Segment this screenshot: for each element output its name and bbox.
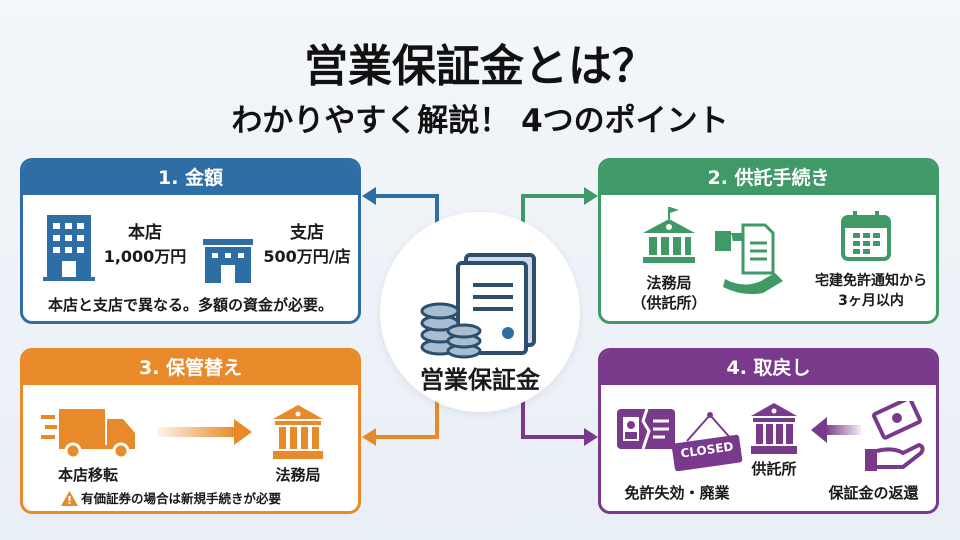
- branch-amount: 500万円/店: [263, 247, 351, 266]
- warning-icon: [61, 491, 78, 506]
- card-title: 3. 保管替え: [23, 351, 358, 385]
- center-label: 営業保証金: [420, 366, 540, 394]
- card-title: 4. 取戻し: [601, 351, 936, 385]
- legal-bureau-building-icon: [273, 405, 323, 459]
- amount-note: 本店と支店で異なる。多額の資金が必要。: [47, 296, 333, 314]
- license-lapse-label: 免許失効・廃業: [624, 484, 730, 502]
- legal-affairs-bureau-label: 法務局: [646, 274, 692, 292]
- card-deposit-procedure: 2. 供託手続き 法務局 （供託所） 宅建免許通知から 3ヶ月以内: [598, 158, 939, 324]
- office-building-icon: [43, 215, 95, 281]
- branch-store-icon: [203, 239, 253, 283]
- deposit-office-building-icon: [751, 403, 797, 454]
- securities-warning: 有価証券の場合は新規手続きが必要: [81, 491, 282, 506]
- head-office-relocation-label: 本店移転: [57, 466, 118, 484]
- head-office-amount: 1,000万円: [103, 247, 187, 266]
- courthouse-icon: [643, 207, 695, 263]
- card-title: 1. 金額: [23, 161, 358, 195]
- legal-bureau-label: 法務局: [275, 466, 321, 484]
- deadline-value: 3ヶ月以内: [838, 293, 904, 309]
- hand-document-icon: [715, 223, 783, 295]
- deposit-office-label: （供託所）: [631, 294, 707, 312]
- head-office-label: 本店: [128, 223, 162, 243]
- money-hand-icon: [865, 401, 925, 471]
- revoked-license-closed-sign-icon: [617, 408, 743, 471]
- card-custody-transfer: 3. 保管替え 本店移転 法務局 有価証券の場合は新規手続きが必要: [20, 348, 361, 514]
- left-arrow-icon: [811, 417, 861, 443]
- deposit-office-label: 供託所: [751, 460, 797, 478]
- branch-label: 支店: [290, 223, 324, 243]
- card-amount: 1. 金額 本店 1,000万円 支店 500万円/店 本店と支店で異なる。多額…: [20, 158, 361, 324]
- card-title: 2. 供託手続き: [601, 161, 936, 195]
- card-withdrawal: 4. 取戻し CLOSED 免許失効・廃業 供託所 保証金の返還: [598, 348, 939, 514]
- deposit-return-label: 保証金の返還: [828, 484, 919, 502]
- right-arrow-icon: [158, 419, 252, 445]
- coins-document-icon: [420, 253, 536, 359]
- deadline-label: 宅建免許通知から: [815, 273, 927, 289]
- moving-truck-icon: [41, 409, 135, 460]
- center-circle: [380, 212, 580, 412]
- main-title: 営業保証金とは？: [304, 41, 656, 92]
- subtitle: わかりやすく解説！ 4つのポイント: [231, 103, 729, 139]
- calendar-icon: [841, 211, 891, 261]
